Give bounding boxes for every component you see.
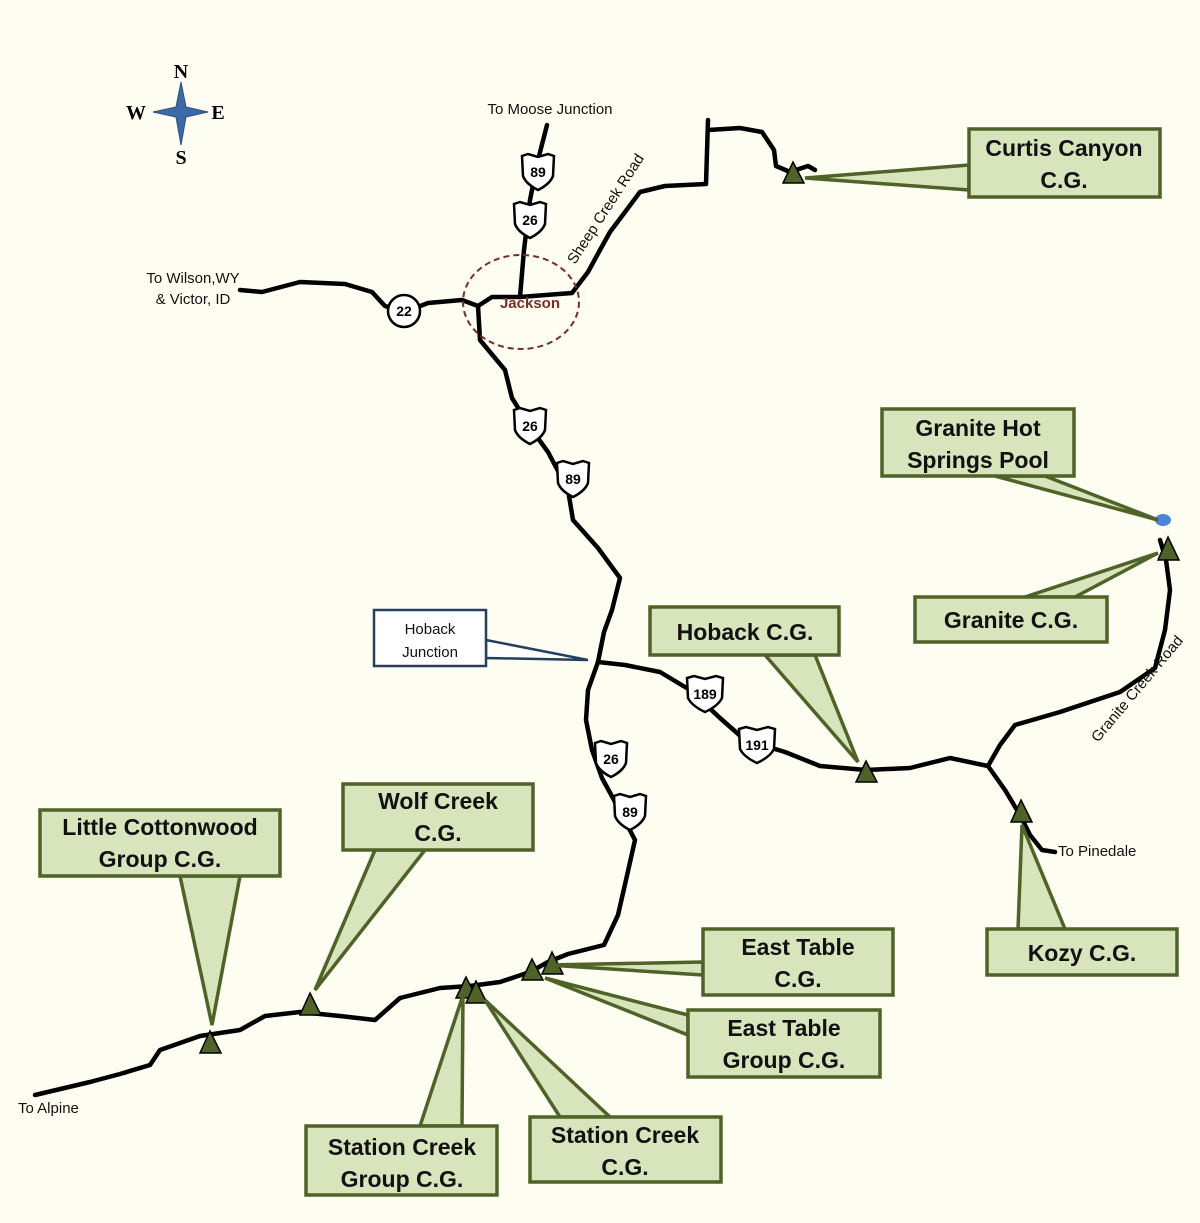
svg-text:189: 189 bbox=[693, 686, 717, 702]
us-189-shield-icon: 189 bbox=[685, 674, 725, 714]
svg-text:89: 89 bbox=[530, 164, 546, 180]
campground-icon[interactable] bbox=[464, 979, 489, 1004]
road-to-moose bbox=[517, 122, 550, 300]
campground-icon[interactable] bbox=[781, 160, 806, 184]
svg-text:Station Creek: Station Creek bbox=[328, 1134, 476, 1160]
little-cottonwood-group-callout[interactable]: Little Cottonwood Group C.G. bbox=[38, 808, 282, 1026]
road-us-26-89 bbox=[32, 303, 638, 1098]
us-26-shield-icon: 26 bbox=[512, 200, 548, 240]
svg-text:89: 89 bbox=[565, 471, 581, 487]
svg-text:26: 26 bbox=[522, 212, 538, 228]
svg-text:Group C.G.: Group C.G. bbox=[99, 846, 222, 872]
station-creek-group-callout[interactable]: Station Creek Group C.G. bbox=[304, 994, 499, 1197]
east-table-callout[interactable]: East Table C.G. bbox=[547, 927, 895, 997]
svg-text:Station Creek: Station Creek bbox=[551, 1122, 699, 1148]
granite-hot-springs-pool-callout[interactable]: Granite Hot Springs Pool bbox=[880, 407, 1159, 522]
svg-text:191: 191 bbox=[745, 737, 769, 753]
us-26-shield-icon: 26 bbox=[512, 406, 548, 446]
wolf-creek-callout[interactable]: Wolf Creek C.G. bbox=[313, 782, 535, 992]
svg-text:Springs Pool: Springs Pool bbox=[907, 447, 1049, 473]
svg-text:C.G.: C.G. bbox=[601, 1154, 648, 1180]
svg-text:89: 89 bbox=[622, 804, 638, 820]
highway-shields: 89 26 22 26 89 189 191 26 89 bbox=[386, 152, 777, 832]
curtis-canyon-callout[interactable]: Curtis Canyon C.G. bbox=[804, 127, 1162, 199]
to-wilson-label: To Wilson,WY bbox=[146, 270, 239, 287]
svg-text:C.G.: C.G. bbox=[774, 966, 821, 992]
jackson-label: Jackson bbox=[500, 295, 560, 312]
compass-east: E bbox=[211, 102, 224, 124]
east-table-group-callout[interactable]: East Table Group C.G. bbox=[544, 976, 882, 1079]
road-wilson-jackson-sheep-creek bbox=[237, 117, 711, 315]
jackson-area-outline bbox=[462, 254, 580, 350]
svg-text:Granite Hot: Granite Hot bbox=[915, 415, 1041, 441]
svg-text:C.G.: C.G. bbox=[414, 820, 461, 846]
us-89-shield-icon: 89 bbox=[612, 792, 648, 832]
svg-text:Group C.G.: Group C.G. bbox=[341, 1166, 464, 1192]
to-victor-label: & Victor, ID bbox=[156, 291, 231, 308]
hoback-junction-callout: Hoback Junction bbox=[372, 608, 589, 668]
kozy-campground-callout[interactable]: Kozy C.G. bbox=[985, 824, 1179, 977]
to-pinedale-label: To Pinedale bbox=[1058, 843, 1136, 860]
campground-icon[interactable] bbox=[1156, 535, 1181, 561]
svg-text:Hoback C.G.: Hoback C.G. bbox=[677, 619, 814, 645]
compass-west: W bbox=[126, 102, 146, 124]
hot-springs-pool-marker-icon[interactable] bbox=[1155, 514, 1171, 526]
hoback-campground-callout[interactable]: Hoback C.G. bbox=[648, 605, 860, 764]
campground-icon[interactable] bbox=[540, 950, 565, 975]
us-191-shield-icon: 191 bbox=[737, 725, 777, 765]
us-89-shield-icon: 89 bbox=[555, 459, 591, 499]
svg-text:Granite C.G.: Granite C.G. bbox=[944, 607, 1078, 633]
us-26-shield-icon: 26 bbox=[593, 739, 629, 779]
svg-text:26: 26 bbox=[603, 751, 619, 767]
svg-text:C.G.: C.G. bbox=[1040, 167, 1087, 193]
svg-text:Kozy C.G.: Kozy C.G. bbox=[1028, 940, 1137, 966]
granite-campground-callout[interactable]: Granite C.G. bbox=[913, 551, 1159, 644]
campground-icon[interactable] bbox=[854, 759, 879, 783]
campground-icon[interactable] bbox=[1009, 798, 1034, 823]
svg-text:26: 26 bbox=[522, 418, 538, 434]
campground-icon[interactable] bbox=[198, 1029, 223, 1054]
compass-north: N bbox=[174, 61, 189, 83]
campground-icon[interactable] bbox=[298, 991, 323, 1016]
compass-south: S bbox=[175, 147, 186, 169]
roads bbox=[32, 117, 1173, 1098]
svg-text:Group C.G.: Group C.G. bbox=[723, 1047, 846, 1073]
svg-text:Wolf Creek: Wolf Creek bbox=[378, 788, 498, 814]
us-89-shield-icon: 89 bbox=[520, 152, 556, 192]
svg-text:East Table: East Table bbox=[741, 934, 854, 960]
road-to-curtis-canyon bbox=[705, 125, 818, 175]
svg-text:Little Cottonwood: Little Cottonwood bbox=[62, 814, 257, 840]
station-creek-callout[interactable]: Station Creek C.G. bbox=[483, 998, 723, 1184]
compass-rose-icon: N S E W bbox=[126, 61, 225, 169]
svg-text:Curtis Canyon: Curtis Canyon bbox=[985, 135, 1142, 161]
svg-text:22: 22 bbox=[396, 303, 412, 319]
to-moose-junction-label: To Moose Junction bbox=[487, 101, 612, 118]
svg-text:Junction: Junction bbox=[402, 644, 458, 661]
svg-text:East Table: East Table bbox=[727, 1015, 840, 1041]
road-granite-creek bbox=[985, 537, 1173, 769]
svg-text:Hoback: Hoback bbox=[405, 621, 456, 638]
campground-markers bbox=[198, 160, 1181, 1054]
to-alpine-label: To Alpine bbox=[18, 1100, 79, 1117]
campground-icon[interactable] bbox=[520, 957, 545, 981]
wy-22-shield-icon: 22 bbox=[386, 293, 422, 329]
